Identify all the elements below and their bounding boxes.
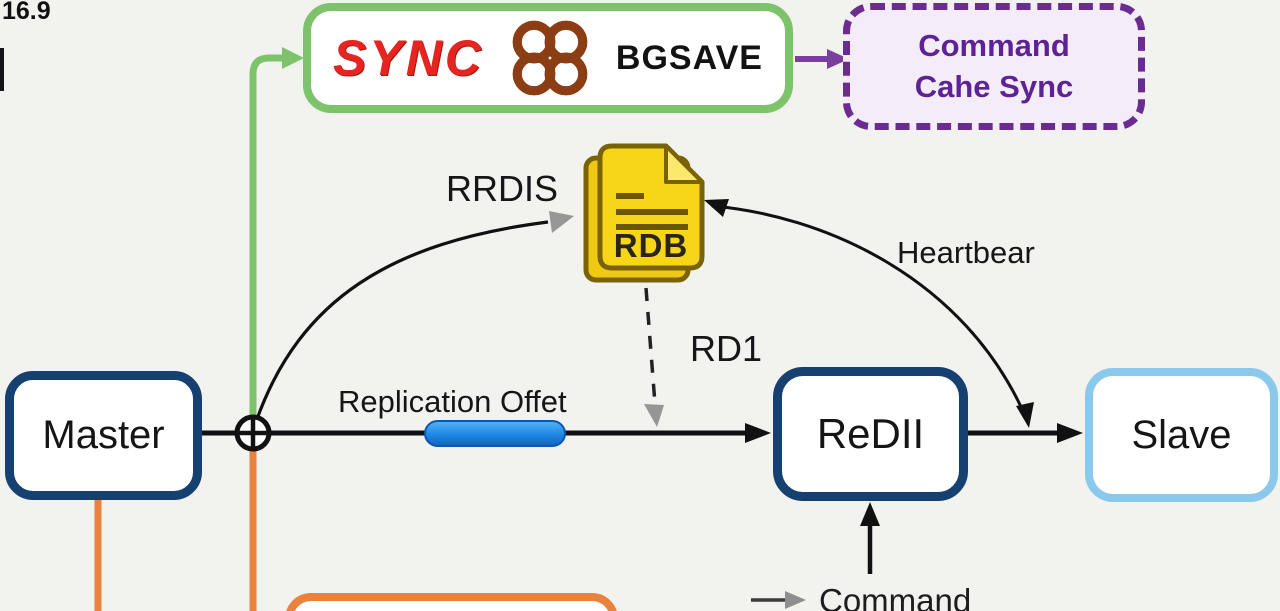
bgsave-label: BGSAVE (615, 38, 763, 77)
rd1-label: RD1 (690, 328, 763, 369)
heartbeat-label: Heartbear (897, 235, 1035, 270)
circle-plus-junction-icon (234, 414, 272, 452)
gray-arrowhead-rdb (549, 211, 574, 233)
heartbeat-curve (711, 204, 1029, 421)
gray-arrowhead-drop (644, 404, 664, 427)
legend-arrowhead (785, 591, 806, 609)
master-label: Master (42, 413, 165, 457)
command-cache-sync-box[interactable]: Command Cahe Sync (843, 3, 1145, 130)
rdb-dashed-drop-line (644, 287, 657, 405)
redis-node[interactable]: ReDII (773, 367, 968, 501)
slave-node[interactable]: Slave (1085, 368, 1278, 502)
bottom-orange-box[interactable] (285, 593, 618, 611)
junction-to-rdb-curve (255, 220, 549, 420)
arrowhead-into-redis (745, 423, 771, 443)
rrdis-label: RRDIS (446, 168, 559, 209)
arrowhead-up-into-redis (860, 502, 880, 526)
redis-label: ReDII (816, 410, 925, 457)
rdb-file-label: RDB (613, 227, 689, 264)
left-edge-mark (0, 48, 4, 91)
master-node[interactable]: Master (5, 371, 202, 500)
replication-offset-label: Replication Offet (338, 384, 567, 419)
junction-to-sync-green-line (249, 54, 284, 420)
green-arrowhead (282, 47, 304, 69)
sync-bgsave-box[interactable]: SYNC BGSAVE (303, 3, 793, 113)
figure-number: 16.9 (2, 0, 51, 25)
replication-offset-pill (424, 420, 566, 447)
slave-label: Slave (1131, 412, 1232, 457)
command-cache-line1: Command (918, 27, 1070, 63)
rdb-file-icon (583, 143, 705, 283)
command-cache-line2: Cahe Sync (914, 68, 1074, 104)
purple-arrowhead (827, 49, 849, 69)
sync-label: SYNC (333, 30, 484, 86)
command-legend-label: Command (819, 582, 972, 611)
knot-icon (508, 16, 592, 100)
heartbeat-arrowhead-top (704, 199, 729, 217)
arrowhead-into-slave (1057, 423, 1083, 443)
heartbeat-arrowhead-bottom (1016, 402, 1034, 428)
